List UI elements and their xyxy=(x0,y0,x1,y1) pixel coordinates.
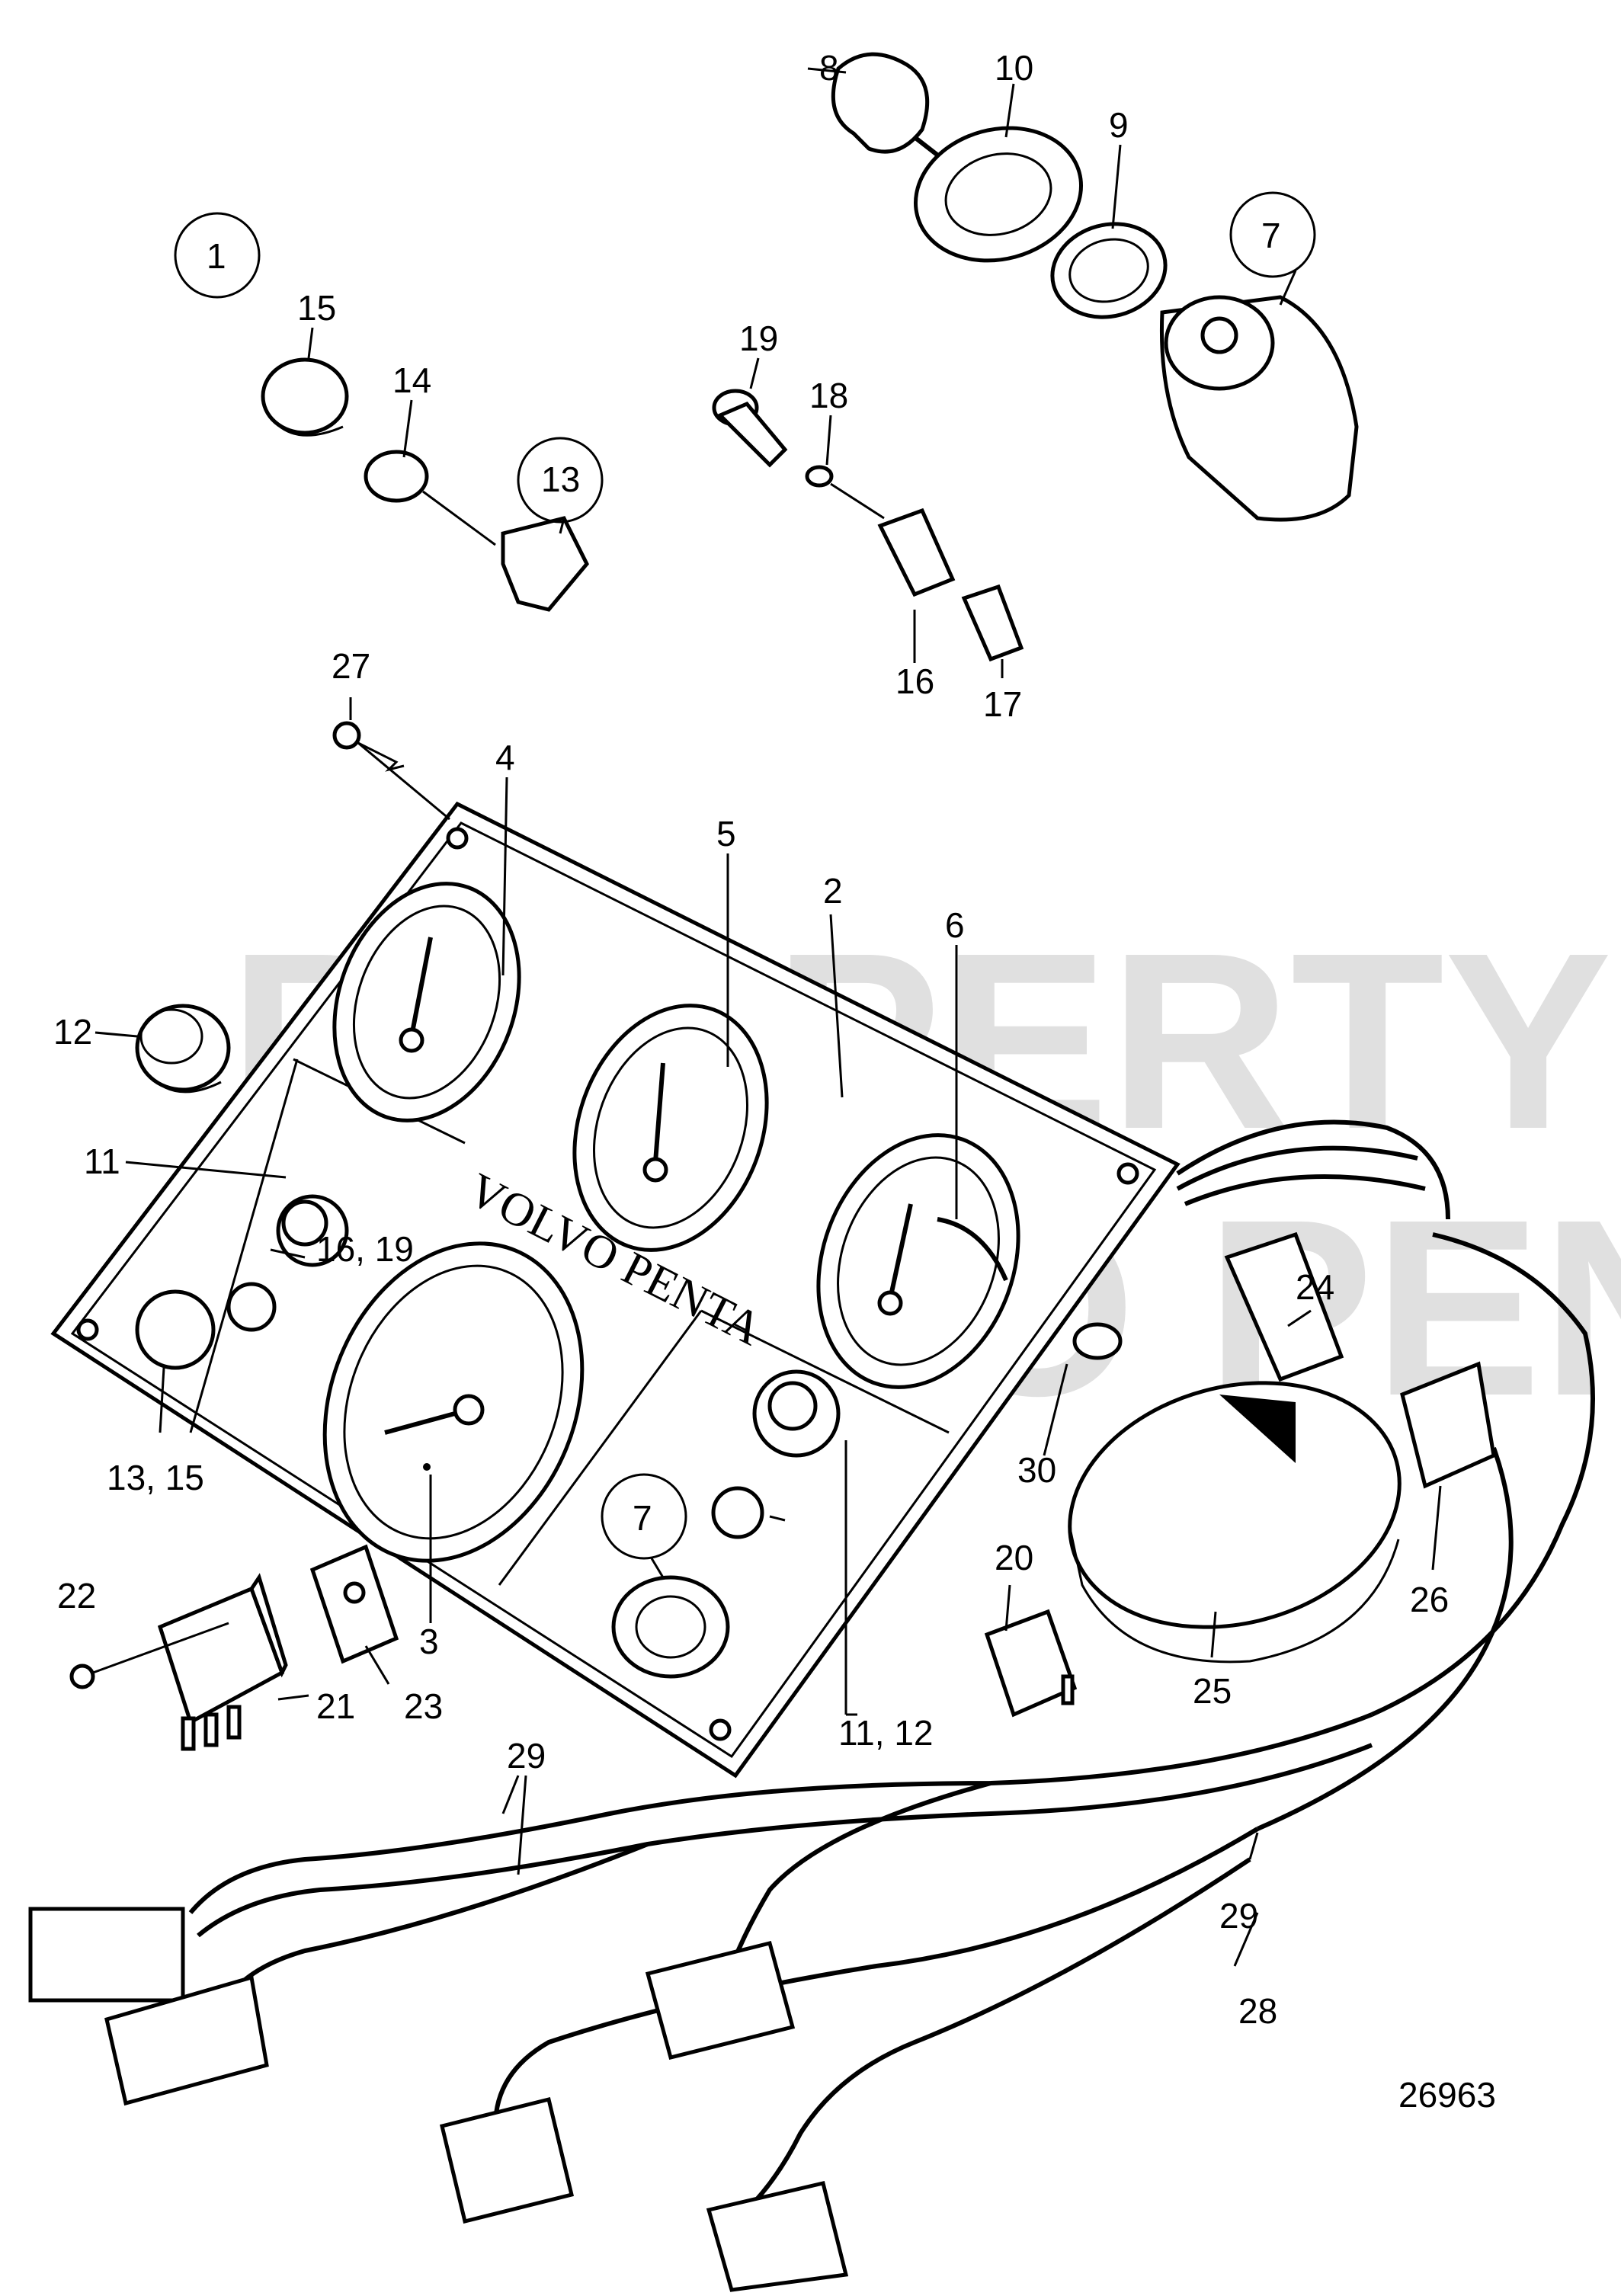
button-13-15 xyxy=(135,1289,216,1370)
tachometer-3 xyxy=(322,1241,585,1563)
panel-screw-tl xyxy=(446,827,469,850)
part-12 xyxy=(135,1004,231,1094)
callout-circle-13 xyxy=(517,437,604,524)
panel-divider xyxy=(189,1058,299,1433)
callout-9: 9 xyxy=(1109,105,1129,145)
callout-27: 27 xyxy=(332,646,370,686)
callout-2: 2 xyxy=(823,871,843,911)
drawing-number: 26963 xyxy=(1398,2075,1496,2115)
plug-connectors xyxy=(28,1907,849,2292)
callout-10: 10 xyxy=(995,48,1033,88)
part-14 xyxy=(364,450,429,503)
callout-13: 13 xyxy=(541,460,580,499)
connector-30 xyxy=(1072,1322,1123,1360)
gauge-4 xyxy=(332,882,521,1122)
callout-21: 21 xyxy=(316,1686,355,1726)
callout-labels: 1 8 10 9 7 15 14 13 19 18 16 17 27 4 5 2… xyxy=(53,48,1496,2115)
ignition-switch-assembly xyxy=(831,52,1359,522)
panel-divider xyxy=(700,1309,950,1434)
callout-26: 26 xyxy=(1410,1580,1449,1619)
callout-7-panel: 7 xyxy=(633,1498,652,1538)
wire-bundle xyxy=(1176,1119,1595,1831)
harness-29 xyxy=(188,1712,1373,1998)
plug-left-top xyxy=(28,1907,185,2003)
callout-3: 3 xyxy=(419,1622,439,1661)
panel-screw-tr xyxy=(1116,1162,1139,1185)
callout-5: 5 xyxy=(716,814,736,853)
button-11-12-cap xyxy=(767,1381,818,1431)
callout-circle-7-panel xyxy=(601,1473,687,1560)
part-18 xyxy=(805,465,834,488)
relay-21 xyxy=(157,1573,288,1751)
callout-25: 25 xyxy=(1193,1671,1232,1711)
callout-13-15: 13, 15 xyxy=(107,1458,204,1497)
callout-11: 11 xyxy=(84,1142,120,1181)
callout-20: 20 xyxy=(995,1538,1033,1577)
parts-16-19 xyxy=(712,389,1024,662)
part-13 xyxy=(501,516,589,612)
callout-19: 19 xyxy=(739,319,778,358)
part-16 xyxy=(877,508,956,597)
bracket-23 xyxy=(309,1544,399,1664)
screw-22 xyxy=(69,1622,229,1689)
panel-screw-bl xyxy=(76,1318,99,1341)
parts-13-14-15 xyxy=(261,357,589,612)
callout-4: 4 xyxy=(495,738,515,777)
plug-middle xyxy=(645,1940,796,2061)
callout-15: 15 xyxy=(297,288,336,328)
gauge-5 xyxy=(572,1004,769,1252)
part-17 xyxy=(961,584,1024,662)
part-8-key xyxy=(831,52,930,154)
gauge-6 xyxy=(816,1133,1020,1389)
screw-27 xyxy=(332,721,450,821)
callout-30: 30 xyxy=(1017,1450,1056,1490)
callout-16: 16 xyxy=(895,661,934,701)
ignition-switch-7-inner xyxy=(635,1595,706,1659)
callout-24: 24 xyxy=(1296,1267,1334,1307)
connector-26 xyxy=(1400,1361,1496,1489)
callout-17: 17 xyxy=(983,684,1022,724)
callout-14: 14 xyxy=(392,360,431,400)
callout-1: 1 xyxy=(207,236,226,276)
callout-16-19: 16, 19 xyxy=(316,1229,414,1269)
callout-29-right: 29 xyxy=(1219,1896,1258,1936)
callout-22: 22 xyxy=(57,1576,96,1616)
indicator-16-19 xyxy=(226,1282,277,1332)
panel-inner-border xyxy=(70,821,1157,1759)
callout-28: 28 xyxy=(1238,1991,1277,2031)
callout-11-12: 11, 12 xyxy=(838,1713,933,1753)
callout-circle-1 xyxy=(174,212,261,299)
callout-8: 8 xyxy=(819,48,839,88)
panel-divider xyxy=(498,1310,703,1586)
harness-28 xyxy=(493,1827,1259,2212)
ignition-switch-7-on-panel xyxy=(611,1575,730,1679)
part-15 xyxy=(261,357,349,435)
callout-23: 23 xyxy=(404,1686,443,1726)
callout-18: 18 xyxy=(809,376,848,415)
callout-7-top: 7 xyxy=(1261,216,1281,255)
plug-bottom-right xyxy=(706,2181,849,2292)
leader-lines xyxy=(95,67,1442,1967)
plug-left-bottom xyxy=(104,1974,269,2106)
relay-20 xyxy=(984,1609,1078,1718)
panel-screw-br xyxy=(709,1718,732,1741)
plug-bottom-left xyxy=(439,2096,575,2224)
connector-24 xyxy=(1224,1231,1344,1382)
callout-12: 12 xyxy=(53,1012,92,1052)
callout-29-left: 29 xyxy=(507,1736,546,1776)
part-10 xyxy=(913,126,1084,263)
callout-6: 6 xyxy=(945,905,965,945)
cup-25 xyxy=(1068,1381,1402,1664)
instrument-panel: VOLVO PENTA xyxy=(50,801,1181,1779)
indicator-small xyxy=(711,1486,764,1539)
callout-circle-7-top xyxy=(1229,191,1316,278)
button-11-cap xyxy=(281,1199,328,1247)
